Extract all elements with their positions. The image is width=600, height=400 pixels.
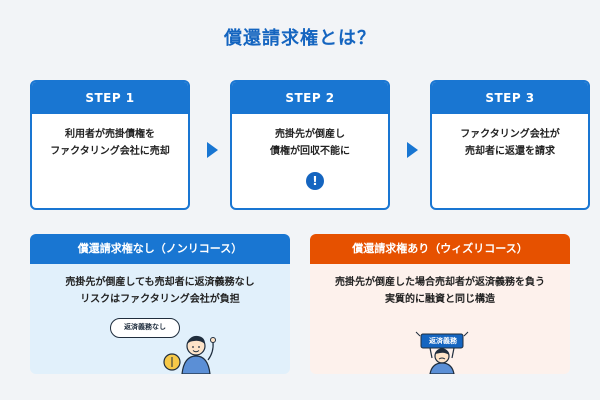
panel-text-line: 実質的に融資と同じ構造 <box>385 294 495 305</box>
burdened-person-icon <box>415 331 469 374</box>
step-label: STEP 3 <box>432 82 588 114</box>
step-text-line: 利用者が売掛債権を <box>65 129 155 140</box>
relieved-person-icon <box>163 335 216 374</box>
panel-text-line: リスクはファクタリング会社が負担 <box>80 294 240 305</box>
step-card-3: STEP 3 ファクタリング会社が 売却者に返還を請求 <box>430 80 590 210</box>
panel-text-line: 売掛先が倒産した場合売却者が返済義務を負う <box>335 277 545 288</box>
warning-icon: ! <box>306 172 324 190</box>
step-description: 利用者が売掛債権を ファクタリング会社に売却 <box>32 114 188 160</box>
step-card-2: STEP 2 売掛先が倒産し 債権が回収不能に ! <box>230 80 390 210</box>
panel-description: 売掛先が倒産しても売却者に返済義務なし リスクはファクタリング会社が負担 <box>30 264 290 308</box>
step-description: ファクタリング会社が 売却者に返還を請求 <box>432 114 588 160</box>
arrow-right-icon <box>407 142 418 158</box>
panel-description: 売掛先が倒産した場合売却者が返済義務を負う 実質的に融資と同じ構造 <box>310 264 570 308</box>
step-text-line: 売却者に返還を請求 <box>465 146 555 157</box>
panel-title: 償還請求権なし（ノンリコース） <box>30 234 290 264</box>
step-text-line: 売掛先が倒産し <box>275 129 345 140</box>
non-recourse-panel: 償還請求権なし（ノンリコース） 売掛先が倒産しても売却者に返済義務なし リスクは… <box>30 234 290 374</box>
step-text-line: ファクタリング会社に売却 <box>50 146 170 157</box>
step-text-line: ファクタリング会社が <box>460 129 560 140</box>
panel-title: 償還請求権あり（ウィズリコース） <box>310 234 570 264</box>
arrow-right-icon <box>207 142 218 158</box>
step-label: STEP 2 <box>232 82 388 114</box>
step-description: 売掛先が倒産し 債権が回収不能に <box>232 114 388 160</box>
step-text-line: 債権が回収不能に <box>270 146 350 157</box>
panel-text-line: 売掛先が倒産しても売却者に返済義務なし <box>65 277 255 288</box>
step-card-1: STEP 1 利用者が売掛債権を ファクタリング会社に売却 <box>30 80 190 210</box>
speech-bubble: 返済義務なし <box>110 318 180 338</box>
burden-label: 返済義務 <box>429 337 457 345</box>
page-title: 償還請求権とは？ <box>224 28 376 49</box>
recourse-panel: 償還請求権あり（ウィズリコース） 売掛先が倒産した場合売却者が返済義務を負う 実… <box>310 234 570 374</box>
step-label: STEP 1 <box>32 82 188 114</box>
